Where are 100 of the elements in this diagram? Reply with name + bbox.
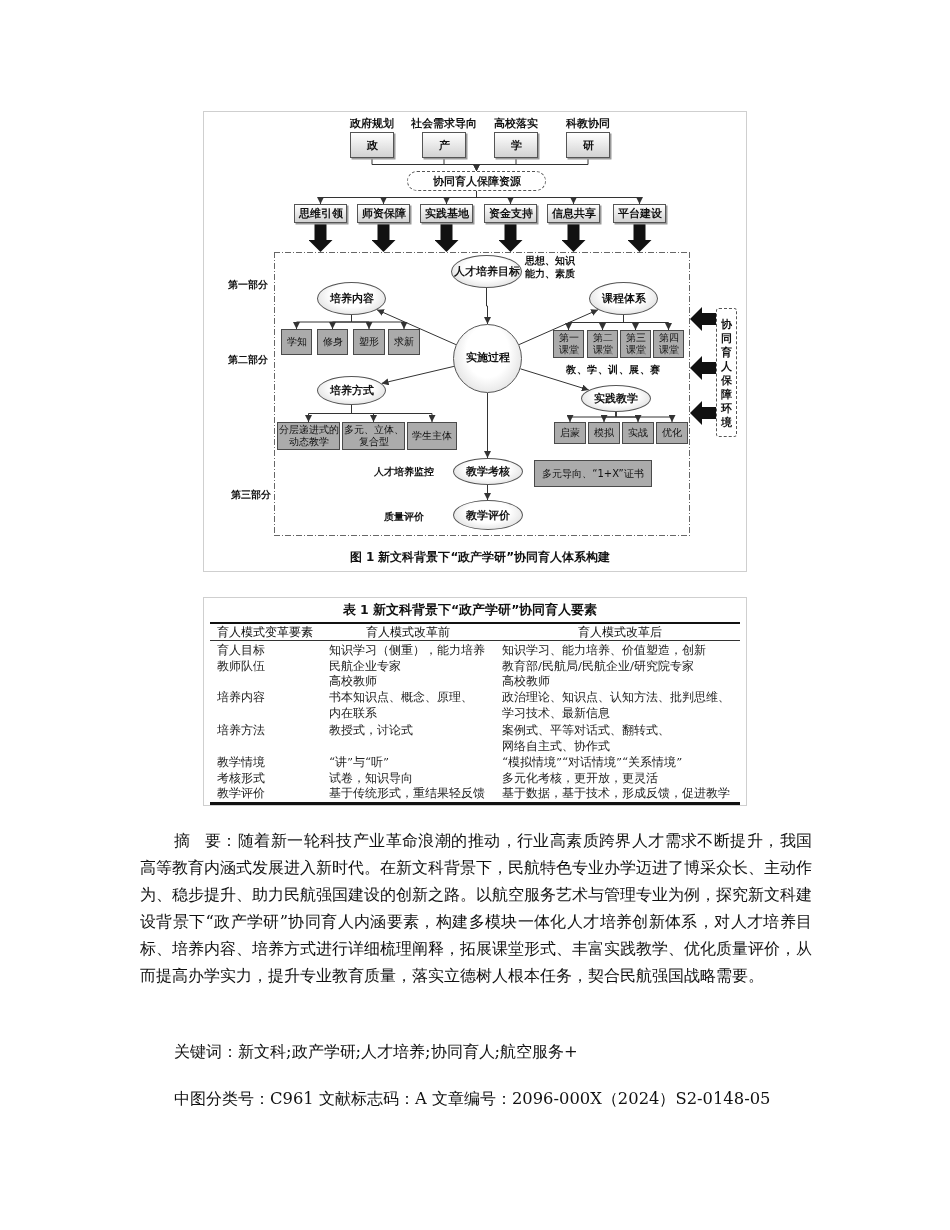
box-heading: 科教协同 xyxy=(565,117,611,130)
block-arrow xyxy=(371,223,396,252)
resource-box: 信息共享 xyxy=(547,204,600,223)
element-box: 求新 xyxy=(388,329,420,355)
annotation-text: 教、学、训、展、赛 xyxy=(566,364,661,376)
table-entry: 政治理论、知识点、认知方法、批判思维、学习技术、最新信息 xyxy=(502,689,731,721)
element-box: 模拟 xyxy=(588,422,620,444)
element-box: 优化 xyxy=(656,422,688,444)
element-box: 学知 xyxy=(281,329,312,355)
row-heading: 育人目标 xyxy=(217,642,265,658)
topic-oval: 培养方式 xyxy=(317,376,386,405)
source-box: 政 xyxy=(350,132,394,158)
side-note: 质量评价 xyxy=(384,510,425,524)
arrow xyxy=(484,287,491,325)
block-arrow xyxy=(308,223,333,252)
arrow xyxy=(476,190,643,205)
row-heading: 教学评价 xyxy=(217,785,265,801)
resource-box: 师资保障 xyxy=(357,204,410,223)
resource-banner: 协同育人保障资源 xyxy=(407,171,546,191)
table-entry: 高校教师 xyxy=(329,673,377,689)
table-entry: 基于数据，基于技术，形成反馈，促进教学 xyxy=(502,785,730,801)
arrow xyxy=(381,365,455,386)
row-heading: 教学情境 xyxy=(217,754,265,770)
topic-oval: 教学考核 xyxy=(452,458,523,485)
section-label: 第一部分 xyxy=(228,279,268,291)
table-entry: 高校教师 xyxy=(502,673,550,689)
element-box: 第四课堂 xyxy=(653,330,684,358)
block-arrow xyxy=(498,223,523,252)
figure-caption: 图 1 新文科背景下“政产学研”协同育人体系构建 xyxy=(349,550,611,564)
block-arrow xyxy=(690,356,716,380)
environment-box: 协同育人保障环境 xyxy=(716,308,737,437)
resource-box: 资金支持 xyxy=(484,204,537,223)
side-note: 人才培养监控 xyxy=(374,465,435,479)
resource-box: 平台建设 xyxy=(613,204,666,223)
table-entry: 知识学习、能力培养、价值塑造，创新 xyxy=(502,642,706,658)
element-box: 实战 xyxy=(622,422,654,444)
row-heading: 培养内容 xyxy=(217,689,265,705)
table-entry: “模拟情境”“对话情境”“关系情境” xyxy=(502,754,683,770)
arrow xyxy=(623,314,672,331)
table-title: 表 1 新文科背景下“政产学研”协同育人要素 xyxy=(342,602,598,618)
arrow xyxy=(519,368,590,392)
column-heading: 育人模式改革前 xyxy=(366,625,450,639)
section-frame xyxy=(274,252,690,536)
element-box: 学生主体 xyxy=(407,422,457,450)
element-box: 修身 xyxy=(317,329,348,355)
resource-box: 思维引领 xyxy=(294,204,347,223)
block-arrow xyxy=(561,223,586,252)
block-arrow xyxy=(434,223,459,252)
column-heading: 育人模式改革后 xyxy=(578,625,662,639)
table-entry: 教授式，讨论式 xyxy=(329,722,413,738)
table-entry: 案例式、平等对话式、翻转式、网络自主式、协作式 xyxy=(502,722,671,754)
topic-oval: 人才培养目标 xyxy=(451,255,522,288)
table-entry: 多元化考核，更开放，更灵活 xyxy=(502,770,658,786)
element-box: 分层递进式的动态教学 xyxy=(277,422,340,450)
arrow xyxy=(376,309,457,346)
topic-oval: 实践教学 xyxy=(581,385,651,412)
source-box: 学 xyxy=(494,132,538,158)
row-heading: 培养方法 xyxy=(217,722,265,738)
arrow xyxy=(484,484,491,501)
element-box: 第一课堂 xyxy=(553,330,584,358)
abstract-paragraph: 摘 要：随着新一轮科技产业革命浪潮的推动，行业高素质跨界人才需求不断提升，我国高等教育内涵式发展进入新时代。在新文科背景下，民航特色专业办学迈进了博采众长、主动作为、稳步提升、助力民航强国建设的创新之路。以航空服务艺术与管理专业为例，探究新文科建设背景下“政产学研”协同育人内涵要素，构建多模块一体化人才培养创新体系，对人才培养目标、培养内容、培养方式进行详细梳理阐释，拓展课堂形式、丰富实践教学、优化质量评价，从而提高办学实力，提升专业教育质量，落实立德树人根本任务，契合民航强国战略需要。 xyxy=(140,830,812,987)
resource-box: 实践基地 xyxy=(420,204,473,223)
element-box: 塑形 xyxy=(353,329,385,355)
section-label: 第二部分 xyxy=(228,354,268,366)
element-box: 多元导向、“1+X”证书 xyxy=(534,460,652,487)
arrow xyxy=(518,309,599,346)
table-entry: 书本知识点、概念、原理、内在联系 xyxy=(329,689,474,721)
block-arrow xyxy=(690,307,716,331)
block-arrow xyxy=(690,401,716,425)
topic-oval: 课程体系 xyxy=(589,282,658,315)
topic-oval: 教学评价 xyxy=(452,500,523,530)
table-entry: 教育部/民航局/民航企业/研究院专家 xyxy=(502,658,694,674)
row-heading: 教师队伍 xyxy=(217,658,265,674)
box-heading: 高校落实 xyxy=(493,117,539,130)
section-label: 第三部分 xyxy=(231,489,271,501)
box-heading: 政府规划 xyxy=(349,117,395,130)
arrow xyxy=(615,411,676,423)
source-box: 研 xyxy=(566,132,610,158)
table-entry: 基于传统形式，重结果轻反馈 xyxy=(329,785,485,801)
element-box: 第二课堂 xyxy=(587,330,618,358)
classification-line: 中图分类号：C961 文献标志码：A 文章编号：2096-000X（2024）S2-0148-05 xyxy=(174,1088,771,1110)
source-box: 产 xyxy=(422,132,466,158)
keywords-line: 关键词：新文科;政产学研;人才培养;协同育人;航空服务+ xyxy=(174,1041,578,1063)
element-box: 第三课堂 xyxy=(620,330,651,358)
element-box: 启蒙 xyxy=(554,422,586,444)
block-arrow xyxy=(627,223,652,252)
table-entry: “讲”与“听” xyxy=(329,754,390,770)
row-heading: 考核形式 xyxy=(217,770,265,786)
arrow xyxy=(473,157,589,172)
box-heading: 社会需求导向 xyxy=(410,117,478,130)
arrow xyxy=(484,392,491,459)
arrow xyxy=(351,404,436,423)
table-entry: 民航企业专家 xyxy=(329,658,401,674)
table-entry: 知识学习（侧重），能力培养 xyxy=(329,642,485,658)
column-heading: 育人模式变革要素 xyxy=(217,625,313,639)
topic-oval: 培养内容 xyxy=(317,282,386,315)
element-box: 多元、立体、复合型 xyxy=(342,422,405,450)
table-entry: 试卷，知识导向 xyxy=(329,770,413,786)
side-note: 思想、知识能力、素质 xyxy=(525,255,576,280)
process-circle: 实施过程 xyxy=(453,324,522,393)
